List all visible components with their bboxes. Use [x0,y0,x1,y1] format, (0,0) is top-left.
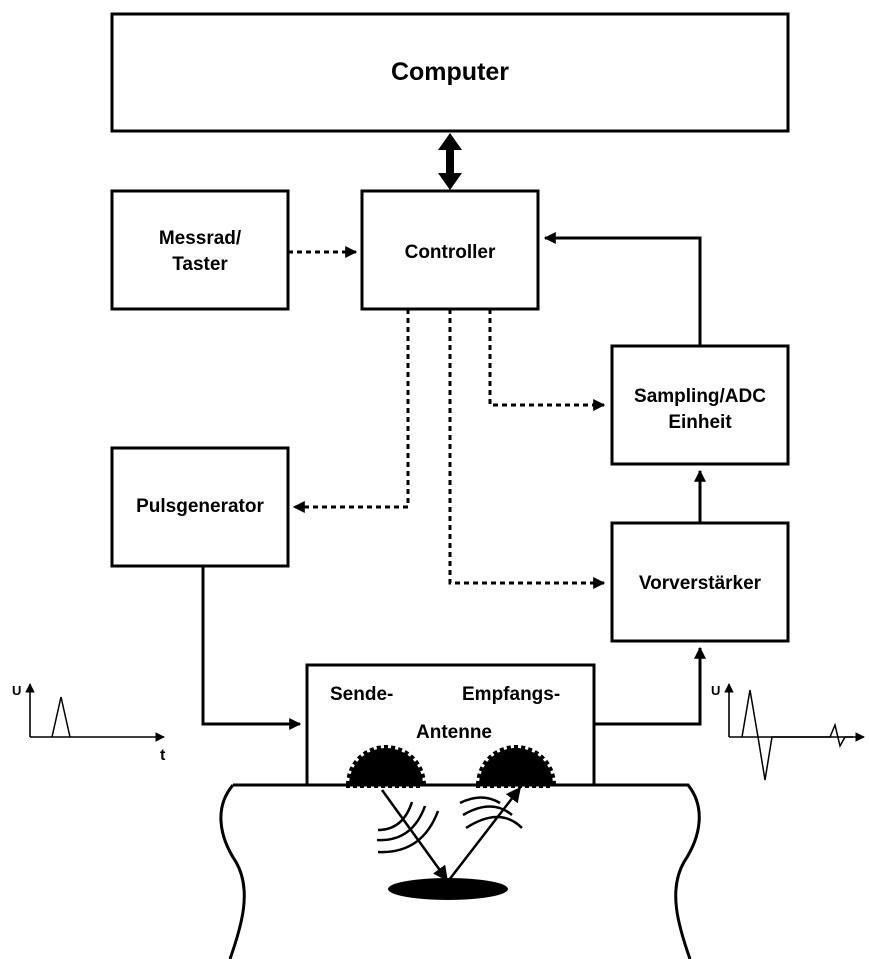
controller-block: Controller [360,189,540,311]
reflector-object [388,878,508,900]
antenna-block: Sende- Empfangs- Antenne [305,663,596,788]
computer-label: Computer [391,58,509,86]
pulsgenerator-label: Pulsgenerator [136,496,264,517]
controller-to-vorverstaerker-link [448,309,606,589]
vorverstaerker-block: Vorverstärker [610,521,790,643]
computer-controller-link [438,133,462,190]
ground-right-edge [233,783,701,959]
send-antenna-element [345,745,427,788]
right-plot-y-label: U [711,683,720,698]
reflected-ray [448,786,521,881]
receive-antenna-element [475,745,557,788]
antenna-to-vorverstaerker-link [594,646,706,726]
controller-to-pulsgenerator-link [292,309,410,513]
computer-block: Computer [110,12,790,133]
incident-ray [380,789,449,882]
antenna-antenne-label: Antenne [416,722,492,743]
pulsgenerator-to-antenna-link [201,566,302,730]
antenna-empfangs-label: Empfangs- [462,684,560,705]
reflected-wavefronts [459,796,523,830]
sampling-to-controller-link [543,232,702,346]
incident-wavefronts [376,801,440,854]
received-signal-trace [741,689,853,781]
left-plot-x-label: t [160,747,166,764]
ground-left-edge [219,784,246,959]
messrad-label-line2: Taster [172,254,228,275]
messrad-block: Messrad/ Taster [110,189,290,311]
pulsgenerator-block: Pulsgenerator [110,446,290,568]
messrad-label-line1: Messrad/ [159,228,242,249]
transmit-pulse-trace [51,696,71,738]
controller-to-sampling-link [488,309,606,411]
sampling-label-line1: Sampling/ADC [634,386,766,407]
left-plot-y-label: U [12,683,21,698]
controller-label: Controller [405,242,496,263]
antenna-sende-label: Sende- [330,684,393,705]
sampling-adc-block: Sampling/ADC Einheit [610,344,790,466]
receive-signal-plot: U [711,683,865,781]
vorverstaerker-label: Vorverstärker [639,573,762,594]
transmit-pulse-plot: U t [12,683,166,764]
sampling-label-line2: Einheit [668,412,732,433]
